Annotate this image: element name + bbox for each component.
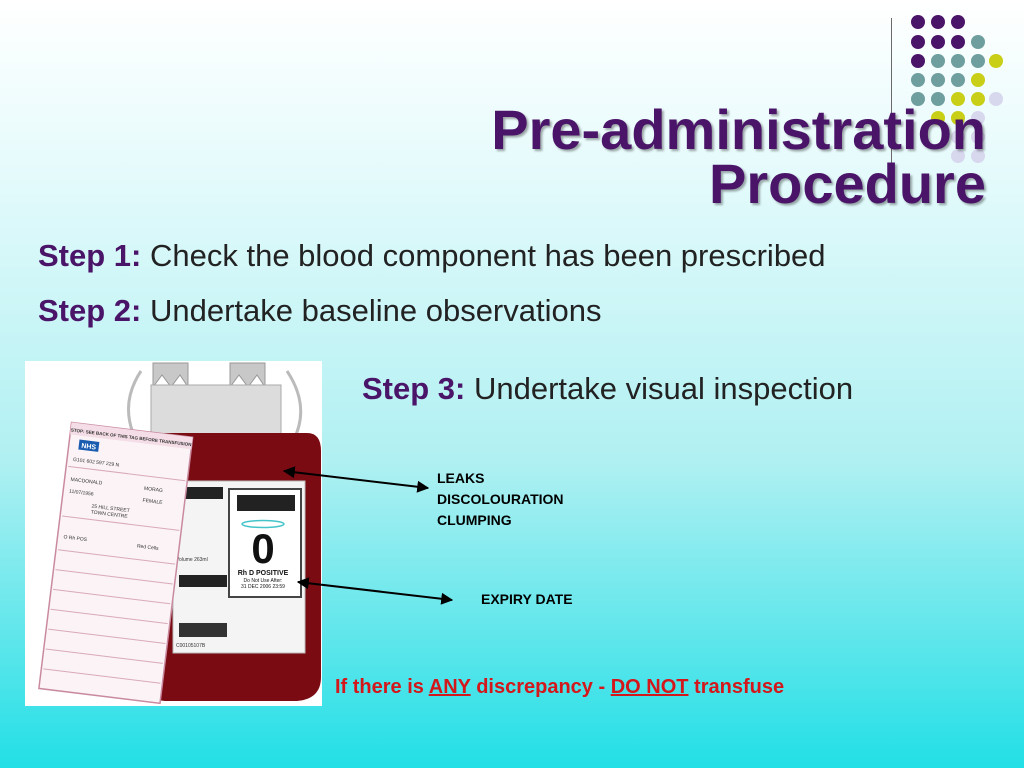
- compatibility-tag: STOP: SEE BACK OF THIS TAG BEFORE TRANSF…: [38, 421, 194, 705]
- title-divider-line: [891, 18, 892, 186]
- tag-component: Red Cells: [137, 543, 160, 552]
- step-2: Step 2: Undertake baseline observations: [38, 293, 601, 329]
- step-1-text: Check the blood component has been presc…: [149, 238, 826, 273]
- bag-tube-left: [127, 370, 143, 434]
- discrepancy-warning: If there is ANY discrepancy - DO NOT tra…: [335, 676, 784, 699]
- tag-dob: 11/07/1956: [69, 489, 94, 498]
- note-expiry-date: EXPIRY DATE: [481, 591, 573, 607]
- blood-bag-illustration: 0 Rh D POSITIVE Do Not Use After: 31 DEC…: [38, 362, 321, 705]
- label-group-glyph: 0: [251, 525, 274, 572]
- nhs-logo-text: NHS: [81, 443, 97, 452]
- expiry-highlight-ellipse: [241, 519, 285, 529]
- label-expiry-text: 31 DEC 2006 23:59: [241, 584, 285, 590]
- step-2-text: Undertake baseline observations: [149, 293, 602, 328]
- component-label-barcode-mid: [179, 575, 227, 587]
- tag-donation-no: G101 602 597 229 N: [73, 457, 120, 469]
- warning-post: transfuse: [694, 676, 785, 698]
- blood-bag-image: 0 Rh D POSITIVE Do Not Use After: 31 DEC…: [25, 361, 322, 706]
- bag-port-left: [152, 362, 189, 389]
- dot-grid-row-1: [911, 15, 965, 29]
- label-rh-text: Rh D POSITIVE: [238, 570, 289, 577]
- step-3-text: Undertake visual inspection: [473, 371, 854, 406]
- title-line-1: Pre-administration: [491, 98, 986, 161]
- tag-gender: FEMALE: [142, 498, 163, 506]
- dot-grid-row-2: [911, 35, 985, 49]
- step-1: Step 1: Check the blood component has be…: [38, 238, 826, 274]
- warning-mid: discrepancy -: [476, 676, 606, 698]
- bag-port-right: [229, 362, 266, 389]
- tag-address-1: 25 HILL STREET: [91, 504, 130, 515]
- note-leaks: LEAKS: [437, 470, 485, 486]
- step-1-label: Step 1:: [38, 238, 142, 273]
- tag-blood-group: O Rh POS: [63, 534, 88, 543]
- inspection-checklist: LEAKS DISCOLOURATION CLUMPING: [437, 468, 564, 531]
- step-2-label: Step 2:: [38, 293, 142, 328]
- title-line-2: Procedure: [709, 152, 986, 215]
- component-label-barcode-top: [179, 487, 223, 499]
- tag-surname: MACDONALD: [70, 477, 103, 487]
- note-discolouration: DISCOLOURATION: [437, 491, 564, 507]
- tag-address-2: TOWN CENTRE: [90, 509, 128, 520]
- warning-pre: If there is: [335, 676, 424, 698]
- dot-grid-row-4: [911, 73, 985, 87]
- step-3: Step 3: Undertake visual inspection: [362, 371, 853, 407]
- warning-do-not: DO NOT: [610, 676, 689, 698]
- label-do-not-use-text: Do Not Use After:: [244, 578, 283, 584]
- group-panel-barcode: [237, 495, 295, 511]
- bag-tube-right: [285, 370, 303, 442]
- label-volume-text: Volume 263ml: [176, 557, 208, 563]
- component-label-barcode-bottom: [179, 623, 227, 637]
- slide-title: Pre-administration Procedure: [286, 98, 986, 215]
- nhs-logo-box: [78, 439, 100, 452]
- bag-top-plastic: [150, 384, 282, 436]
- dot-grid-row-3: [911, 54, 1003, 68]
- warning-any: ANY: [428, 676, 471, 698]
- tag-header-bar: [70, 422, 193, 450]
- step-3-label: Step 3:: [362, 371, 466, 406]
- tag-forename: MORAG: [144, 486, 164, 494]
- label-code-text: C00105107B: [176, 643, 206, 649]
- note-clumping: CLUMPING: [437, 512, 512, 528]
